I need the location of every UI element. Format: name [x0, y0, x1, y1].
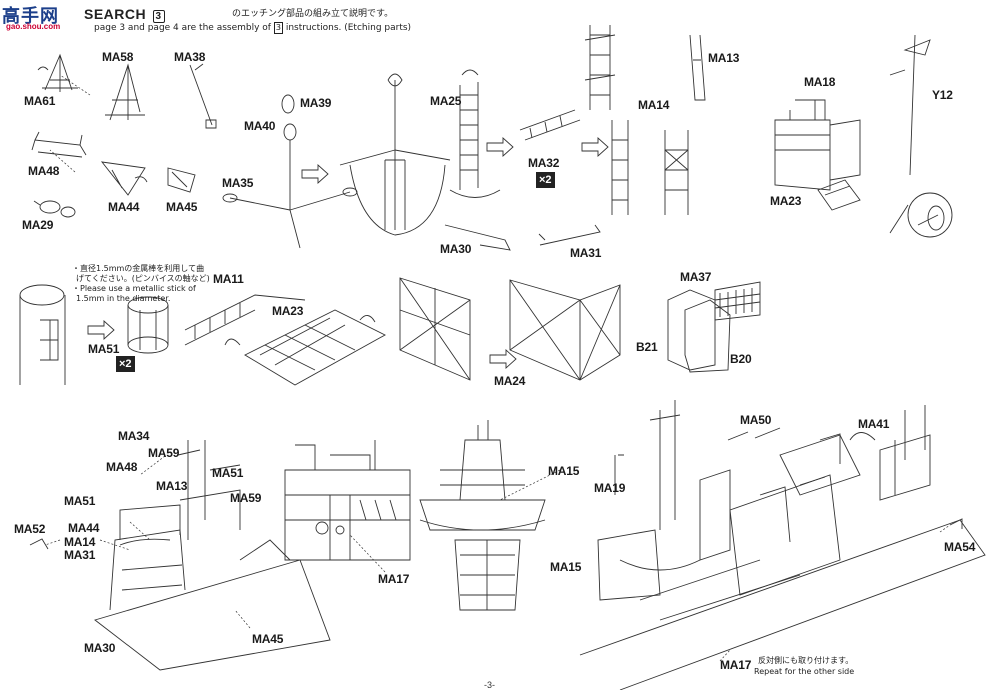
part-ma48-drawing: [31, 131, 87, 158]
label-s4-ma54: MA54: [944, 540, 976, 554]
watermark-logo: 高手网 gao.shou.com: [2, 2, 70, 31]
part-ma31-drawing: [538, 224, 601, 246]
label-s1-ma13: MA13: [156, 479, 188, 493]
label-ma61: MA61: [24, 94, 56, 108]
part-ma58-drawing: [105, 63, 145, 121]
part-ma13-drawing: [664, 34, 706, 215]
label-s1-ma14: MA14: [64, 535, 96, 549]
label-ma11: MA11: [213, 272, 244, 286]
label-s1-ma45: MA45: [252, 632, 284, 646]
note-ma51-en-2: 1.5mm in the diameter.: [76, 294, 171, 303]
label-ma40: MA40: [244, 119, 276, 133]
part-ma38-drawing: [189, 63, 217, 129]
header-en-num: 3: [273, 22, 283, 34]
part-ma44-drawing: [100, 161, 148, 196]
title-text: SEARCH: [84, 6, 147, 22]
label-s1-ma51: MA51: [212, 466, 244, 480]
label-ma38: MA38: [174, 50, 206, 64]
label-s1-ma48: MA48: [106, 460, 138, 474]
label-ma48: MA48: [28, 164, 60, 178]
label-s3-ma15: MA15: [548, 464, 580, 478]
label-ma23-deck: MA23: [272, 304, 304, 318]
part-ma23-drawing: [817, 179, 861, 211]
part-ma24-frame-drawing: [399, 277, 621, 381]
label-ma14: MA14: [638, 98, 670, 112]
note-ma51-jp-1: ・直径1.5mmの金属棒を利用して曲: [72, 264, 205, 273]
label-ma58: MA58: [102, 50, 134, 64]
header-jp: のエッチング部品の組み立て説明です。: [232, 9, 394, 19]
ship-side-section-drawing: [284, 440, 411, 561]
part-ma35-assembly-drawing: [222, 94, 358, 249]
label-ma13: MA13: [708, 51, 740, 65]
title-number: 3: [152, 10, 165, 23]
part-ma18-drawing: [774, 99, 861, 191]
label-s1-ma59: MA59: [148, 446, 180, 460]
part-y12-drawing: [889, 34, 953, 238]
part-ma14-drawing: [584, 25, 629, 215]
label-s4-ma50: MA50: [740, 413, 772, 427]
label-ma29: MA29: [22, 218, 54, 232]
label-ma37: MA37: [680, 270, 712, 284]
label-s4-ma19: MA19: [594, 481, 626, 495]
label-s1-ma52: MA52: [14, 522, 46, 536]
label-ma45: MA45: [166, 200, 198, 214]
part-ma32-drawing: [519, 109, 581, 141]
label-s1-ma51b: MA51: [64, 494, 96, 508]
header-en: page 3 and page 4 are the assembly of 3 …: [94, 22, 411, 34]
label-s4-ma15: MA15: [550, 560, 582, 574]
label-y12: Y12: [932, 88, 953, 102]
part-ma61-drawing: [37, 53, 78, 92]
ship-front-section-drawing: [419, 420, 546, 611]
label-ma24: MA24: [494, 374, 526, 388]
label-ma31: MA31: [570, 246, 602, 260]
part-ma11-drawing: [184, 294, 306, 346]
part-b20-b21-drawing: [667, 281, 761, 373]
label-b21: B21: [636, 340, 658, 354]
note-ma51-jp-2: げてください。(ピンバイスの軸など): [76, 274, 210, 283]
part-ma23b-drawing: [224, 309, 386, 386]
note-repeat-en: Repeat for the other side: [754, 667, 855, 676]
ship-bow-section-drawing: [29, 440, 331, 671]
leader-lines: [44, 74, 951, 662]
label-ma23: MA23: [770, 194, 802, 208]
part-ma51-drawing: [19, 284, 169, 385]
header-en-tail: instructions. (Etching parts): [285, 23, 412, 33]
page-number: -3-: [484, 680, 495, 690]
assembly-arrows: [87, 136, 609, 370]
label-ma25: MA25: [430, 94, 462, 108]
label-ma18: MA18: [804, 75, 836, 89]
part-ma29-drawing: [33, 200, 76, 218]
watermark-chars: 高手网: [2, 6, 59, 27]
page-title: SEARCH 3: [84, 6, 165, 23]
part-ma30-drawing: [444, 224, 511, 251]
label-s4-ma41: MA41: [858, 417, 890, 431]
part-ma25-drawing: [449, 69, 501, 198]
label-ma51: MA51: [88, 342, 120, 356]
label-ma32: MA32: [528, 156, 560, 170]
watermark-site: gao.shou.com: [6, 22, 61, 31]
stack-ventilator-drawing: [339, 73, 451, 236]
ship-midship-section-drawing: [579, 400, 986, 690]
header-en-text: page 3 and page 4 are the assembly of: [94, 23, 271, 33]
note-ma51-en-1: ・Please use a metallic stick of: [72, 284, 196, 293]
part-ma45-drawing: [167, 167, 196, 193]
label-s1-ma34: MA34: [118, 429, 150, 443]
label-ma39: MA39: [300, 96, 332, 110]
label-ma30: MA30: [440, 242, 472, 256]
label-ma35: MA35: [222, 176, 254, 190]
label-s1-ma31: MA31: [64, 548, 96, 562]
label-s2-ma17: MA17: [378, 572, 410, 586]
label-s1-ma59b: MA59: [230, 491, 262, 505]
label-s1-ma30: MA30: [84, 641, 116, 655]
label-s4-ma17: MA17: [720, 658, 752, 672]
badge-ma51-qty: ×2: [116, 356, 135, 372]
label-s1-ma44: MA44: [68, 521, 100, 535]
label-ma44: MA44: [108, 200, 140, 214]
label-b20: B20: [730, 352, 752, 366]
note-repeat-jp: 反対側にも取り付けます。: [758, 656, 854, 665]
badge-ma32-qty: ×2: [536, 172, 555, 188]
